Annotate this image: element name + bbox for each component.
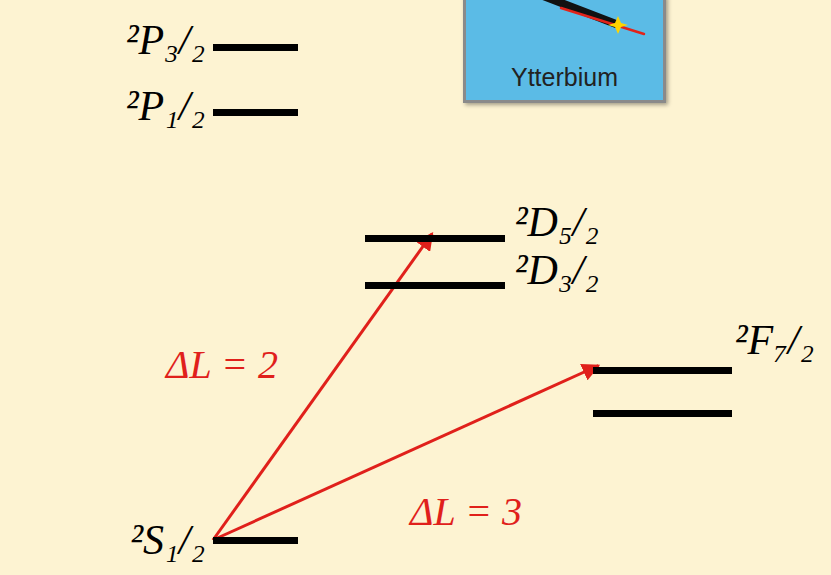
transition-label: ΔL = 2 — [166, 343, 278, 387]
element-box: Ytterbium — [463, 0, 666, 103]
level-line — [365, 235, 505, 242]
transition-label: ΔL = 3 — [410, 490, 522, 534]
level-label: ²P₁/₂ — [126, 83, 205, 129]
energy-level: ²D₃/₂ — [365, 247, 599, 293]
level-label: ²D₃/₂ — [515, 247, 599, 293]
level-label: ²D₅/₂ — [515, 199, 599, 245]
level-line — [365, 282, 505, 289]
energy-level: ²F₇/₂ — [593, 317, 814, 374]
energy-level: ²S₁/₂ — [131, 517, 298, 563]
energy-level: ²D₅/₂ — [365, 199, 599, 245]
level-line — [593, 367, 732, 374]
level-line — [213, 44, 298, 51]
level-label: ²S₁/₂ — [131, 517, 205, 563]
energy-level: ²P₁/₂ — [126, 83, 298, 129]
level-line — [213, 537, 298, 544]
energy-level: ²P₃/₂ — [126, 17, 298, 63]
unlabeled-level-line — [593, 410, 732, 417]
transition-arrow — [213, 366, 599, 541]
box-label: Ytterbium — [466, 63, 663, 92]
level-label: ²P₃/₂ — [126, 17, 205, 63]
level-line — [213, 109, 298, 116]
level-label: ²F₇/₂ — [735, 317, 814, 363]
